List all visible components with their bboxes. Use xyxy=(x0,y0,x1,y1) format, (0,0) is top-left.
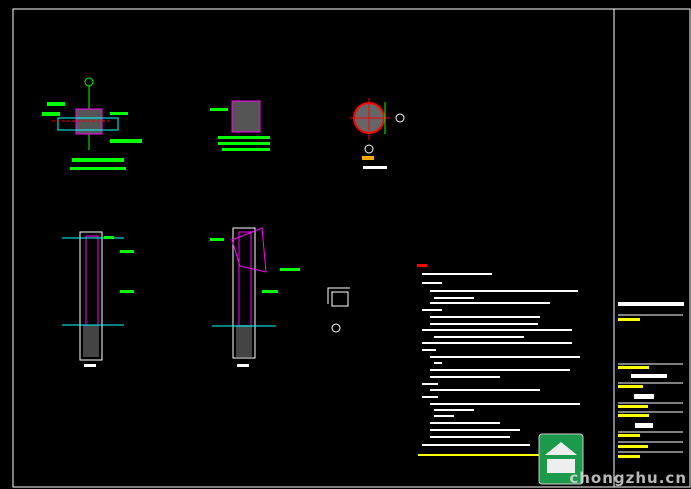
corner-detail xyxy=(327,287,350,333)
column-elevation-1 xyxy=(62,231,134,367)
column-joint-detail-2 xyxy=(210,100,270,151)
column-joint-detail-1 xyxy=(42,77,142,170)
watermark-text: chongzhu.cn xyxy=(569,469,687,487)
title-block xyxy=(618,302,684,458)
circular-column-section xyxy=(350,98,405,169)
watermark-logo-icon xyxy=(538,433,584,485)
drawing-border xyxy=(12,8,691,488)
drawing-inner-border xyxy=(12,8,615,488)
design-notes xyxy=(417,264,580,456)
column-elevation-2 xyxy=(210,227,300,367)
